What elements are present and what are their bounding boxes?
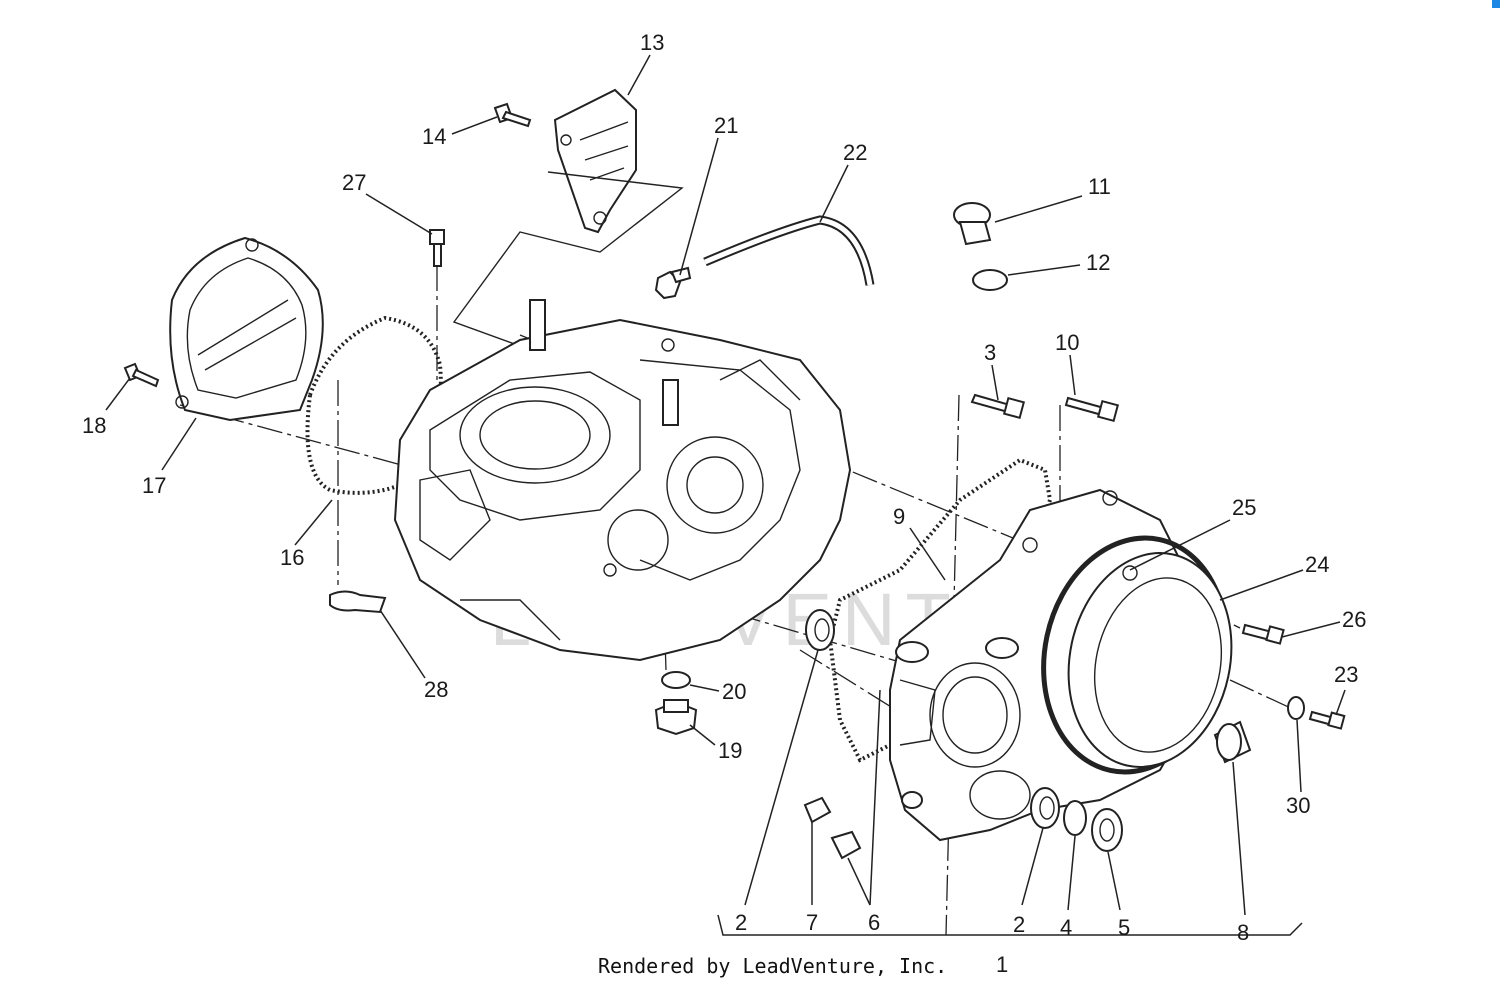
part-14-screw [493,102,532,128]
part-8-roller [1213,720,1252,764]
part-2-seal-left [805,609,835,651]
callout-22: 22 [843,140,867,165]
part-27-bolt [429,229,445,267]
callout-20: 20 [722,679,746,704]
callout-1: 1 [996,952,1008,977]
part-2-seal-right [1030,787,1060,829]
callout-12: 12 [1086,250,1110,275]
part-7-plug [803,796,832,824]
callout-2-left: 2 [735,910,747,935]
part-16-gasket [305,315,443,495]
callout-24: 24 [1305,552,1329,577]
part-17-ignition-cover [169,236,324,422]
callout-17: 17 [142,473,166,498]
corner-accent [1492,0,1500,8]
callout-18: 18 [82,413,106,438]
part-6-plug [830,830,862,860]
part-4-washer [1063,800,1087,836]
callout-28: 28 [424,677,448,702]
part-10-bolt [1064,396,1120,423]
part-11-filler-plug [953,202,992,246]
part-13-chain-guard [452,88,684,347]
leader-lines [105,54,1346,936]
callout-23: 23 [1334,662,1358,687]
part-23-bolt [1308,710,1346,730]
callout-labels: 13 14 21 22 27 11 12 3 10 18 17 16 9 25 … [82,30,1366,977]
render-credit: Rendered by LeadVenture, Inc. [598,954,947,978]
part-21-fitting [654,266,692,300]
part-26-bolt [1241,623,1285,645]
callout-25: 25 [1232,495,1256,520]
callout-16: 16 [280,545,304,570]
part-19-drain-plug [654,699,698,736]
callout-6: 6 [868,910,880,935]
callout-9: 9 [893,504,905,529]
crankcase-assembly [393,299,852,662]
callout-21: 21 [714,113,738,138]
callout-5: 5 [1118,915,1130,940]
callout-2-right: 2 [1013,912,1025,937]
part-22-hose-inner [704,217,873,286]
part-28-clip [329,590,387,614]
part-20-washer [661,671,691,689]
callout-19: 19 [718,738,742,763]
callout-4: 4 [1060,915,1072,940]
callout-30: 30 [1286,793,1310,818]
part-18-screw [123,362,160,388]
part-30-washer [1287,696,1305,720]
callout-26: 26 [1342,607,1366,632]
callout-10: 10 [1055,330,1079,355]
part-5-bearing [1091,808,1123,852]
callout-3: 3 [984,340,996,365]
part-3-bolt [970,393,1026,420]
callout-7: 7 [806,910,818,935]
callout-8: 8 [1237,920,1249,945]
part-12-washer [972,269,1008,291]
callout-14: 14 [422,124,446,149]
callout-27: 27 [342,170,366,195]
part-24-outer-cover [1067,552,1233,768]
callout-13: 13 [640,30,664,55]
callout-11: 11 [1088,174,1111,199]
